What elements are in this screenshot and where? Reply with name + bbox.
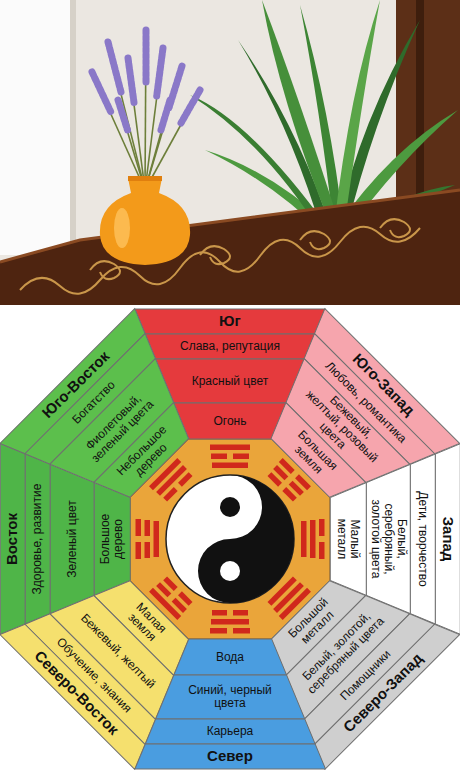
direction-heading: Восток (4, 459, 21, 619)
sector-text: Здоровье, развитие (31, 469, 44, 608)
sector-band (94, 483, 130, 596)
north-sector: ВодаСиний, черный цветаКарьераСевер (135, 639, 326, 769)
sector-band (366, 464, 410, 613)
sector-band (0, 617, 152, 769)
sector-band (174, 403, 287, 439)
sector-band (135, 744, 326, 769)
sector-band (0, 444, 25, 635)
sector-band (50, 464, 94, 613)
sector-band (435, 444, 460, 635)
sector-text: Карьера (160, 725, 299, 738)
sector-band (410, 454, 435, 624)
sector-text: Дети, творчество (416, 469, 429, 608)
sector-text: Зеленый цвет (66, 488, 79, 591)
sector-text: Синий, черный цвета (179, 684, 282, 710)
sector-band (330, 483, 366, 596)
sector-band (145, 719, 315, 744)
sector-text: Красный цвет (179, 375, 282, 388)
direction-heading: Запад (439, 459, 456, 619)
sector-text: Вода (194, 651, 267, 664)
sector-band (174, 639, 287, 675)
sector-band (135, 309, 326, 334)
sector-band (308, 617, 460, 769)
sector-band (155, 359, 304, 403)
sector-band (155, 675, 304, 719)
sector-text: Белый, серебряный, золотой цвета (368, 488, 408, 591)
sector-text: Большое дерево (99, 503, 125, 576)
direction-heading: Север (150, 748, 310, 765)
lavender-photo (0, 0, 460, 305)
sector-band (25, 454, 50, 624)
sector-text: Слава, репутация (160, 340, 299, 353)
sector-text: Малый металл (335, 503, 361, 576)
direction-heading: Юг (150, 313, 310, 330)
sector-band (145, 334, 315, 359)
sector-text: Огонь (194, 415, 267, 428)
